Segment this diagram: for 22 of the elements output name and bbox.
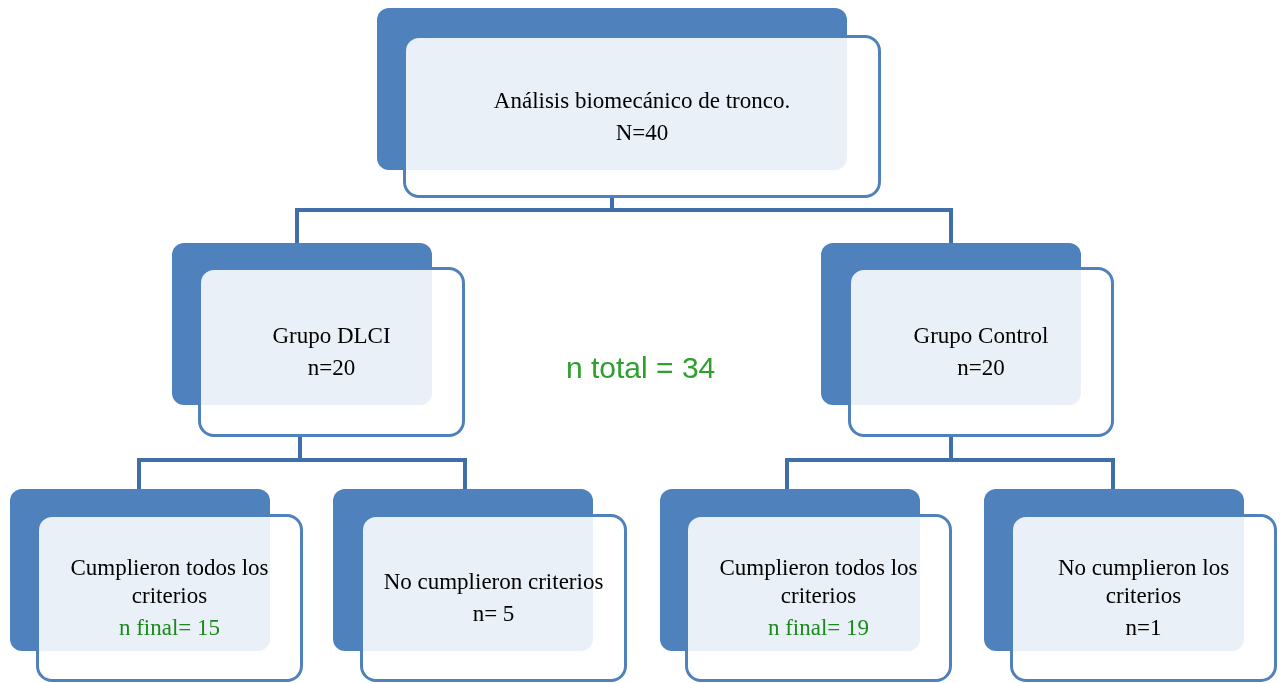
node-text: Grupo DLCI xyxy=(272,322,391,350)
node-text: n final= 19 xyxy=(767,614,870,642)
process-box xyxy=(36,514,303,682)
node-text: N=40 xyxy=(615,118,669,147)
process-box xyxy=(1010,514,1277,682)
process-box xyxy=(685,514,952,682)
node-text: n=1 xyxy=(1125,614,1162,642)
node-text: n=20 xyxy=(957,354,1005,382)
node-text: Cumplieron todos los criterios xyxy=(718,554,919,610)
node-text: n= 5 xyxy=(472,600,515,628)
node-text: Análisis biomecánico de tronco. xyxy=(493,86,791,115)
total-label: n total = 34 xyxy=(566,350,716,386)
node-text: Cumplieron todos los criterios xyxy=(69,554,270,610)
node-text: n final= 15 xyxy=(118,614,221,642)
connector-line xyxy=(610,198,953,243)
process-box xyxy=(198,267,465,437)
process-box xyxy=(848,267,1114,437)
process-box xyxy=(403,35,881,198)
node-text: No cumplieron criterios xyxy=(383,568,604,596)
node-text: Grupo Control xyxy=(913,322,1049,350)
node-text: n=20 xyxy=(307,354,356,382)
process-box xyxy=(360,514,627,682)
